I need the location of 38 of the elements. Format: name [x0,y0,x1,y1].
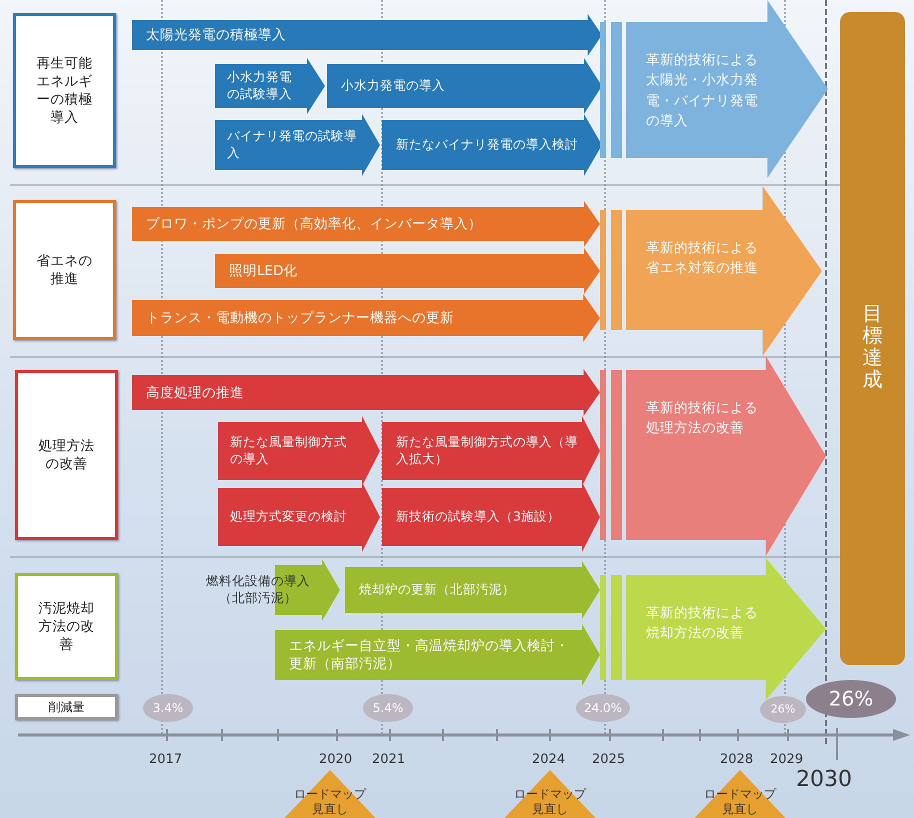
category-label: 処理方法の改善 [38,436,96,474]
arrow-text: 革新的技術による焼却方法の改善 [646,604,759,644]
goal-bar [840,12,905,665]
reduction-badge [143,694,193,722]
category-label: 削減量 [48,698,86,716]
percent-value: 26% [770,702,796,717]
arrow-text: 革新的技術による省エネ対策の推進 [646,239,759,278]
year-label: 2030 [796,767,852,792]
year-label: 2029 [770,752,804,767]
percent-value: 24.0% [582,700,624,716]
percent-value: 5.4% [372,700,404,716]
category-box [13,13,116,168]
category-box [15,694,118,720]
category-label: 汚泥焼却方法の改善 [38,599,96,654]
category-label: 再生可能エネルギーの積極導入 [36,54,94,127]
arrow-text: 革新的技術による処理方法の改善 [646,399,759,438]
percent-value: 3.4% [152,700,184,716]
year-label: 2021 [372,752,406,767]
goal-banner [600,558,826,700]
year-label: 2017 [149,752,182,767]
year-label: 2024 [532,752,566,767]
year-label: 2028 [720,752,754,767]
reduction-badge [806,680,896,718]
year-label: 2025 [592,752,626,767]
reduction-badge [760,696,806,723]
year-label: 2020 [319,752,352,767]
goal-banner [600,0,828,178]
reduction-badge [363,694,413,722]
goal-banner [600,356,826,556]
percent-value: 26% [828,686,874,712]
category-box [15,370,118,540]
category-box [13,200,116,340]
category-label: 省エネの推進 [36,252,94,288]
goal-text: 目標達成 [862,302,882,390]
category-box [15,573,118,680]
reduction-badge [576,694,630,722]
arrow-text: 革新的技術による太陽光・小水力発電・バイナリ発電の導入 [646,51,759,131]
goal-banner [600,186,822,356]
